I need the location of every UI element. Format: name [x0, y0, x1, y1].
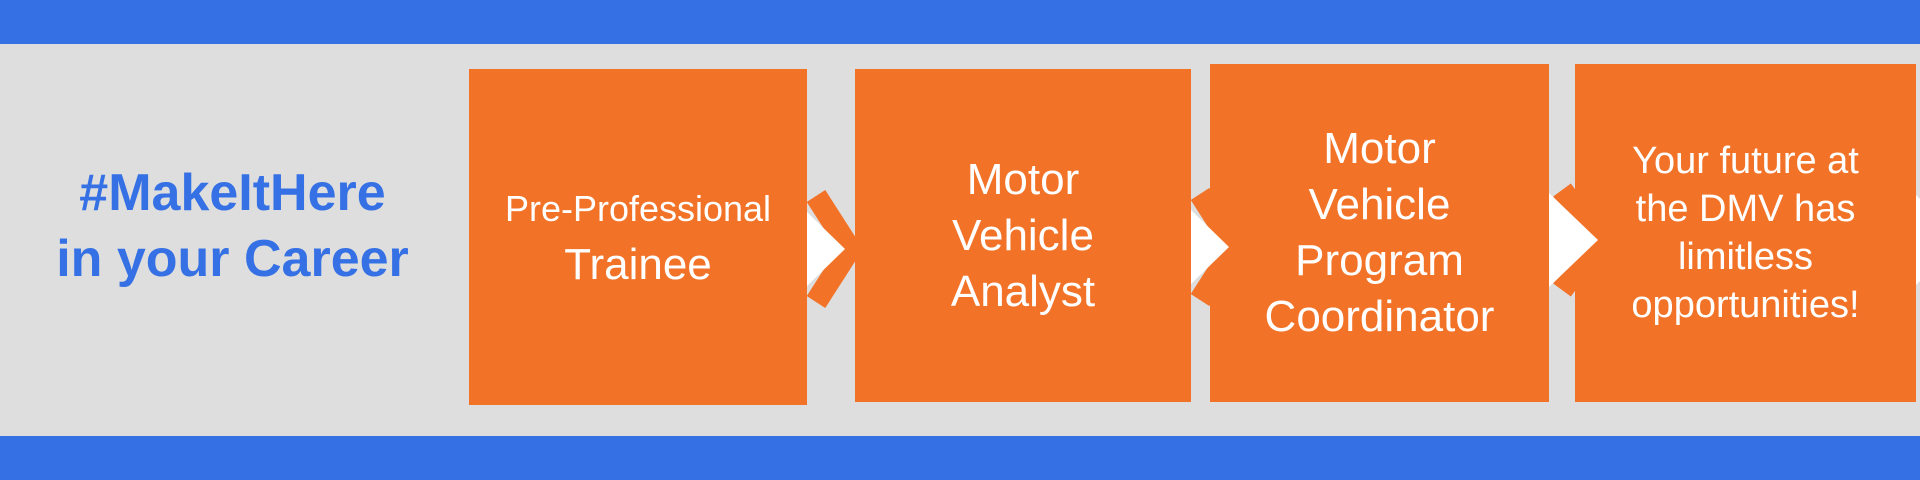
- step-motor-vehicle-program-coordinator: Motor Vehicle Program Coordinator: [1210, 64, 1549, 402]
- step-2-line-3: Analyst: [950, 266, 1096, 316]
- arrow-icon-1: [806, 190, 864, 308]
- step-1-line-1: Pre-Professional: [504, 188, 772, 229]
- arrow-icon-4: [1916, 195, 1920, 285]
- headline-line-2: in your Career: [56, 230, 409, 288]
- step-3-line-3: Program: [1295, 236, 1464, 285]
- step-motor-vehicle-analyst: Motor Vehicle Analyst: [855, 69, 1191, 402]
- step-pre-professional-trainee: Pre-Professional Trainee: [469, 69, 807, 405]
- step-2-line-1: Motor: [966, 154, 1080, 204]
- step-4-line-4: opportunities!: [1631, 284, 1860, 326]
- arrow-icon-3: [1549, 183, 1613, 297]
- step-2-line-2: Vehicle: [952, 210, 1094, 260]
- arrow-icon-2: [1190, 188, 1248, 306]
- step-4-line-2: the DMV has: [1635, 188, 1856, 230]
- step-3-line-2: Vehicle: [1308, 180, 1451, 229]
- step-4-line-1: Your future at: [1632, 140, 1859, 182]
- step-3-line-4: Coordinator: [1264, 292, 1495, 341]
- step-1-line-2: Trainee: [564, 240, 712, 289]
- bottom-banner-stripe: [0, 436, 1920, 480]
- step-3-line-1: Motor: [1323, 124, 1436, 173]
- step-4-line-3: limitless: [1677, 236, 1814, 278]
- headline-line-1: #MakeItHere: [79, 164, 386, 222]
- top-banner-stripe: [0, 0, 1920, 44]
- step-future-opportunities: Your future at the DMV has limitless opp…: [1575, 64, 1916, 402]
- headline: #MakeItHere in your Career: [0, 160, 465, 292]
